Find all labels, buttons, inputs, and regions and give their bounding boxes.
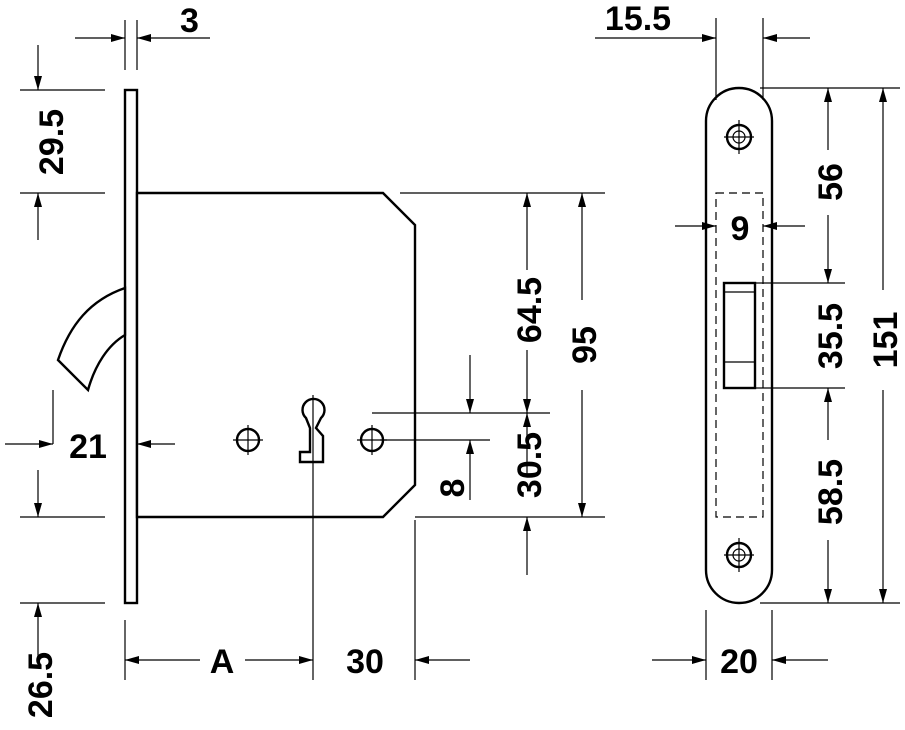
dim-bottom-offset: 26.5 (22, 652, 60, 718)
keyhole (298, 397, 326, 464)
dim-faceplate-length: 151 (867, 312, 905, 369)
screw-hole-bottom (724, 538, 754, 572)
dim-keyhole-offset: 8 (434, 479, 472, 498)
dim-faceplate-width: 20 (720, 643, 758, 681)
dim-faceplate-depth: 15.5 (605, 0, 671, 38)
dim-hook-offset: 21 (69, 428, 107, 466)
dim-slot-to-bottom: 58.5 (812, 459, 850, 525)
screw-hole-left (233, 425, 263, 455)
dim-slot-height: 35.5 (812, 303, 850, 369)
hook-bolt (56, 286, 127, 393)
dim-slot-width: 9 (731, 210, 750, 248)
front-view: 15.5 56 9 35.5 151 58.5 20 (595, 0, 905, 681)
faceplate-side (123, 88, 139, 605)
dim-top-to-body: 29.5 (33, 109, 71, 175)
lock-body (135, 191, 417, 519)
bolt-slot (722, 281, 757, 390)
body-outline-hidden (715, 192, 764, 518)
dim-body-to-keyhole: 30 (346, 643, 384, 681)
side-view: 3 29.5 21 26.5 A 30 64.5 95 30.5 8 (5, 2, 605, 718)
dim-faceplate-thickness: 3 (180, 2, 199, 40)
screw-hole-top (724, 120, 754, 154)
dim-top-to-slot: 56 (812, 163, 850, 201)
dim-body-height: 95 (566, 326, 604, 364)
dim-upper-height: 64.5 (511, 277, 549, 343)
dim-backset: A (210, 643, 235, 681)
dim-lower-height: 30.5 (511, 432, 549, 498)
